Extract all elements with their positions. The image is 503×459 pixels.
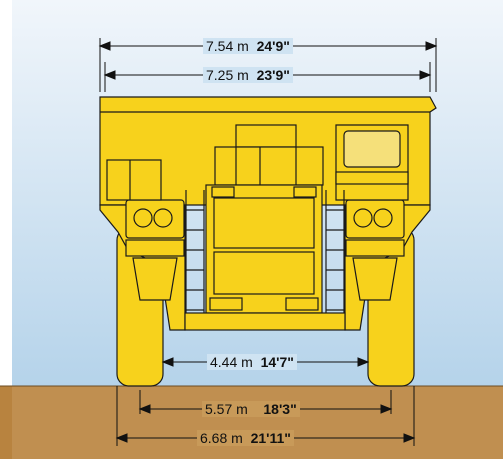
left-headlight-1 xyxy=(133,208,153,228)
right-headlight-2 xyxy=(373,208,393,228)
dim-metric: 6.68 m xyxy=(200,430,243,446)
radiator-top-box xyxy=(235,124,297,148)
left-frame-edge xyxy=(0,0,12,386)
dimension-lines xyxy=(98,38,438,446)
ground-edge-left xyxy=(0,386,12,459)
cab-window xyxy=(343,130,401,168)
dim-label-inner-tire-clearance: 4.44 m 14'7" xyxy=(207,354,297,370)
left-cabinet xyxy=(106,159,162,201)
dim-metric: 7.54 m xyxy=(206,38,249,54)
left-headlight-2 xyxy=(153,208,173,228)
radiator-upper xyxy=(214,146,324,186)
dim-label-tire-center-width: 5.57 m 18'3" xyxy=(202,401,300,417)
front-bumper xyxy=(184,312,346,331)
dim-metric: 4.44 m xyxy=(210,354,253,370)
dim-imperial: 23'9" xyxy=(256,67,290,83)
dim-label-overall-tire-width: 6.68 m 21'11" xyxy=(197,430,294,446)
dim-imperial: 18'3" xyxy=(263,401,297,417)
dim-imperial: 21'11" xyxy=(250,430,291,446)
dim-imperial: 24'9" xyxy=(256,38,290,54)
dim-label-overall-width: 7.54 m 24'9" xyxy=(203,38,293,54)
dim-metric: 7.25 m xyxy=(206,67,249,83)
haul-truck xyxy=(99,96,437,387)
dim-imperial: 14'7" xyxy=(260,354,294,370)
dim-metric: 5.57 m xyxy=(205,401,248,417)
dim-label-body-width: 7.25 m 23'9" xyxy=(203,67,293,83)
right-headlight-1 xyxy=(353,208,373,228)
ground xyxy=(0,386,503,459)
